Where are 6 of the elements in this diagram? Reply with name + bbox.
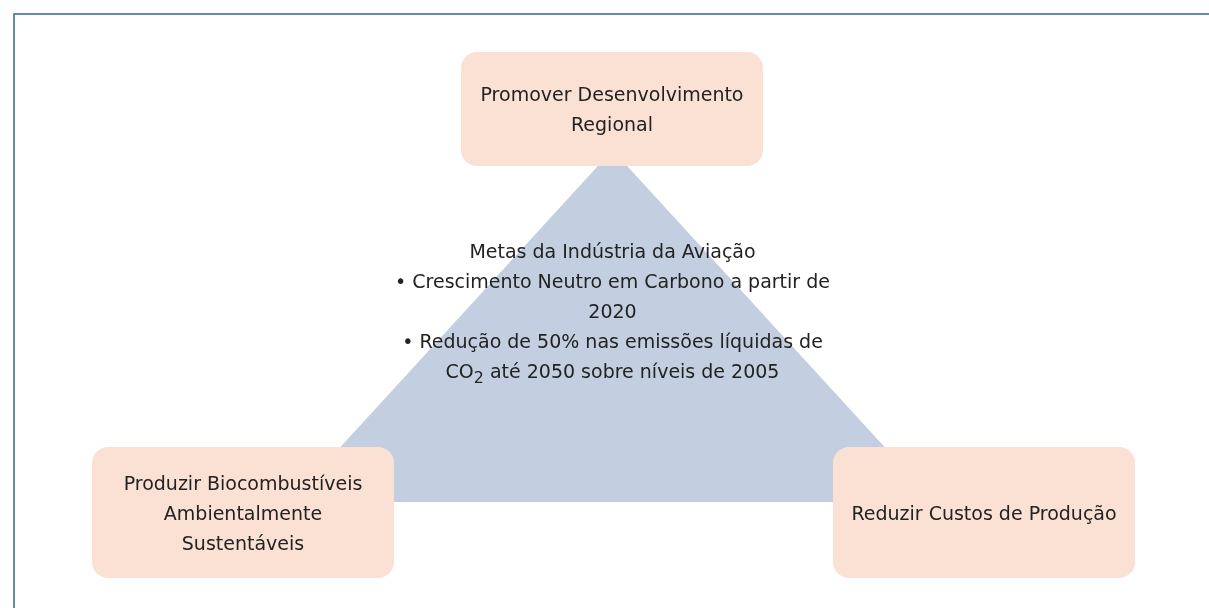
bullet-text: • Crescimento Neutro em Carbono a partir de 2020 bbox=[394, 269, 831, 324]
heading-text: Metas da Indústria da Aviação bbox=[468, 239, 757, 264]
goal-box: Promover Desenvolvimento Regional bbox=[461, 52, 763, 166]
goal-box: Reduzir Custos de Produção bbox=[833, 447, 1135, 578]
goal-box: Produzir Biocombustíveis Ambientalmente Sustentáveis bbox=[92, 447, 394, 578]
bullet-text: • Redução de 50% nas emissões líquidas de CO$_{2}$ até 2050 sobre níveis de 2005 bbox=[401, 329, 824, 389]
